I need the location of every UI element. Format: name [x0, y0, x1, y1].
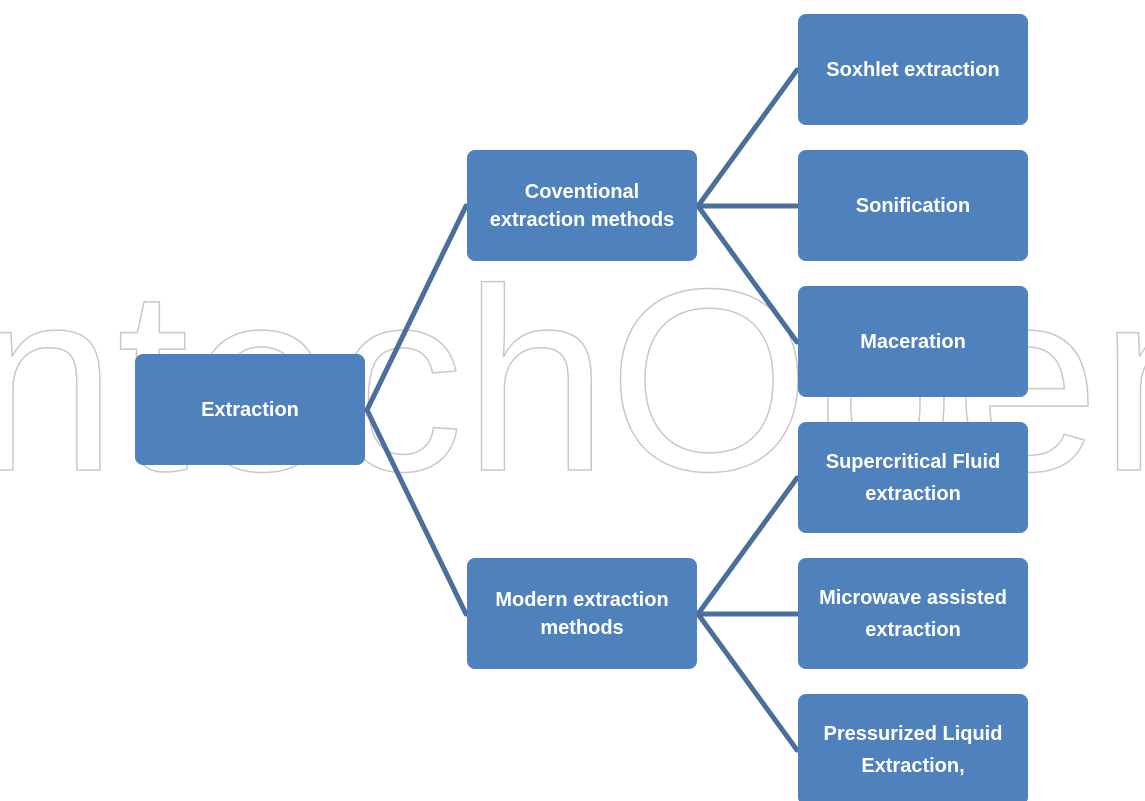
- node-label: Sonification: [855, 194, 971, 217]
- node-label: Maceration: [860, 330, 966, 353]
- node-extraction: Extraction: [135, 354, 365, 465]
- node-label: Coventional extraction methods: [489, 180, 675, 231]
- node-soxhlet-extraction: Soxhlet extraction: [798, 14, 1028, 125]
- node-label: Modern extraction methods: [495, 588, 669, 639]
- node-label: Supercritical Fluid extraction: [825, 450, 1001, 505]
- connector-conv-macer: [695, 203, 800, 345]
- node-label: Extraction: [201, 398, 299, 421]
- node-maceration: Maceration: [798, 286, 1028, 397]
- node-pressurized-liquid-extraction: Pressurized Liquid Extraction,: [798, 694, 1028, 801]
- connector-root-conv: [364, 203, 469, 413]
- node-modern-methods: Modern extraction methods: [467, 558, 697, 669]
- node-label: Microwave assisted extraction: [819, 586, 1007, 641]
- node-sonification: Sonification: [798, 150, 1028, 261]
- node-conventional-methods: Coventional extraction methods: [467, 150, 697, 261]
- node-supercritical-fluid-extraction: Supercritical Fluid extraction: [798, 422, 1028, 533]
- node-label: Soxhlet extraction: [826, 58, 1000, 81]
- connector-conv-soxhlet: [695, 67, 800, 209]
- node-microwave-assisted-extraction: Microwave assisted extraction: [798, 558, 1028, 669]
- connector-modern-ple: [695, 611, 800, 753]
- node-label: Pressurized Liquid Extraction,: [823, 722, 1003, 777]
- connector-modern-scf: [695, 475, 800, 617]
- connector-root-modern: [364, 407, 469, 617]
